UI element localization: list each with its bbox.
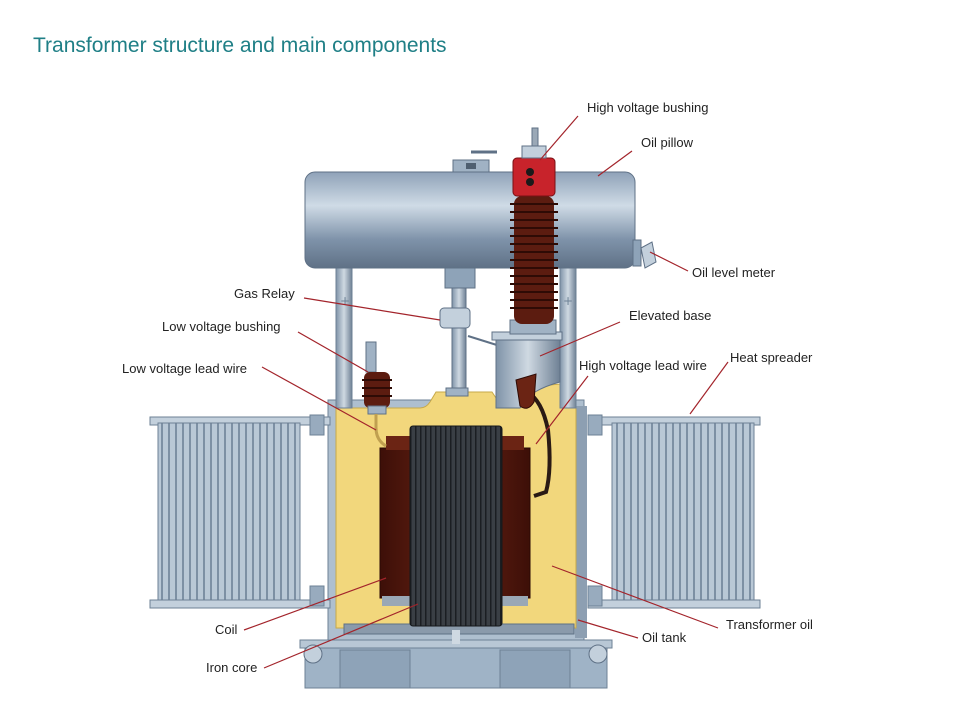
- leader-oil-level-meter: [649, 251, 689, 272]
- low-voltage-lead-wire: [374, 414, 387, 448]
- label-high-voltage-bushing: High voltage bushing: [587, 100, 708, 115]
- core-clamp: [452, 630, 460, 644]
- support-post-left: [335, 267, 353, 409]
- heat-spreader-right: [587, 414, 761, 609]
- label-low-voltage-bushing: Low voltage bushing: [162, 319, 281, 334]
- iron-core: [409, 425, 503, 627]
- label-oil-tank: Oil tank: [642, 630, 687, 645]
- leader-iron-core: [263, 603, 419, 669]
- leader-transformer-oil: [551, 565, 719, 629]
- leader-low-voltage-lead-wire: [261, 366, 377, 431]
- base-wheel-right: [588, 644, 608, 664]
- hv-lead-end: [515, 373, 537, 409]
- oil-pillow: [304, 150, 636, 269]
- heat-spreader-left: [149, 414, 331, 609]
- leader-gas-relay: [303, 297, 441, 321]
- page-title: Transformer structure and main component…: [33, 34, 447, 57]
- label-heat-spreader: Heat spreader: [730, 350, 813, 365]
- high-voltage-bushing: [509, 127, 558, 335]
- label-gas-relay: Gas Relay: [234, 286, 295, 301]
- leader-oil-pillow: [597, 150, 633, 177]
- high-voltage-lead-wire: [525, 390, 552, 498]
- leader-lines: [243, 115, 729, 669]
- leader-oil-tank: [577, 619, 639, 639]
- leader-high-voltage-lead-wire: [535, 375, 589, 445]
- leader-heat-spreader: [689, 361, 729, 415]
- label-low-voltage-lead-wire: Low voltage lead wire: [122, 361, 247, 376]
- component-labels: High voltage bushing Oil pillow Oil leve…: [122, 100, 813, 675]
- label-high-voltage-lead-wire: High voltage lead wire: [579, 358, 707, 373]
- svg-text:+: +: [340, 294, 350, 308]
- leader-elevated-base: [539, 321, 621, 357]
- leader-low-voltage-bushing: [297, 331, 369, 373]
- svg-text:+: +: [563, 294, 573, 308]
- label-iron-core: Iron core: [206, 660, 257, 675]
- label-elevated-base: Elevated base: [629, 308, 711, 323]
- base-frame: [299, 639, 613, 689]
- oil-level-meter: [632, 239, 657, 269]
- leader-high-voltage-bushing: [539, 115, 579, 161]
- label-transformer-oil: Transformer oil: [726, 617, 813, 632]
- low-voltage-bushing: [362, 341, 392, 415]
- label-coil: Coil: [215, 622, 238, 637]
- label-oil-pillow: Oil pillow: [641, 135, 694, 150]
- label-oil-level-meter: Oil level meter: [692, 265, 776, 280]
- leader-coil: [243, 577, 387, 631]
- gas-relay: [439, 267, 501, 397]
